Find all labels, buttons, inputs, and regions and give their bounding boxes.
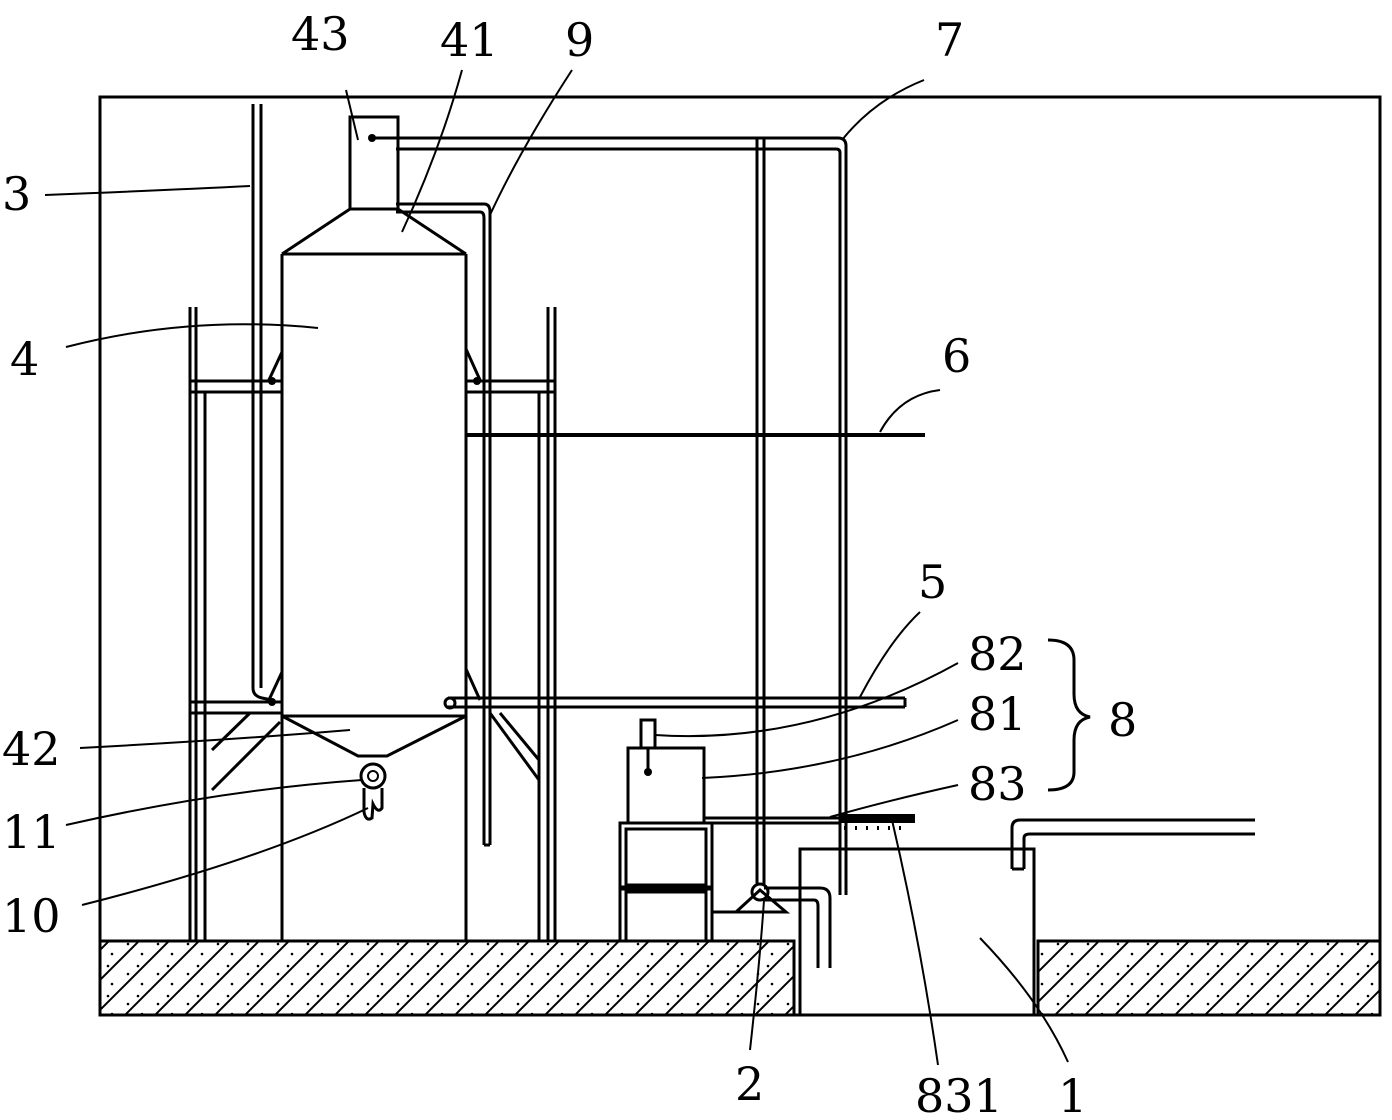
pump-inlet-pipe (764, 886, 832, 968)
left-pipe (251, 104, 273, 702)
label-8: 8 (1108, 693, 1137, 747)
label-11: 11 (2, 805, 61, 859)
group-bracket (1047, 638, 1091, 792)
label-2: 2 (735, 1057, 764, 1111)
label-10: 10 (2, 889, 61, 943)
dosing-device (618, 718, 915, 943)
leader-lines (44, 69, 1069, 1066)
label-4: 4 (10, 332, 39, 386)
label-5: 5 (918, 555, 947, 609)
label-9: 9 (565, 13, 594, 67)
ground-slab-left (98, 939, 796, 1017)
ground (98, 939, 1382, 1017)
fermenter-tank (280, 115, 468, 941)
discharge-valve (359, 762, 387, 821)
label-831: 831 (915, 1069, 1003, 1120)
spray-nozzle (840, 814, 915, 830)
label-41: 41 (440, 13, 499, 67)
right-support-frame (464, 307, 557, 941)
label-42: 42 (2, 722, 61, 776)
label-7: 7 (935, 13, 964, 67)
labels: 43 41 9 7 3 4 6 5 82 81 8 83 42 11 10 2 … (2, 7, 1137, 1120)
label-82: 82 (968, 627, 1027, 681)
ground-slab-right (1036, 939, 1382, 1017)
label-6: 6 (942, 329, 971, 383)
building-frame (98, 95, 1382, 1017)
label-43: 43 (291, 7, 350, 61)
pump (732, 882, 791, 914)
label-3: 3 (2, 167, 31, 221)
sump-tank (798, 818, 1255, 1015)
label-81: 81 (968, 687, 1027, 741)
left-support-frame (188, 307, 284, 941)
feed-pipe (755, 138, 766, 884)
label-83: 83 (968, 757, 1027, 811)
pipe-5 (443, 696, 907, 710)
return-pipe (372, 136, 848, 895)
vent-pipe (396, 202, 492, 847)
label-1: 1 (1058, 1069, 1087, 1120)
